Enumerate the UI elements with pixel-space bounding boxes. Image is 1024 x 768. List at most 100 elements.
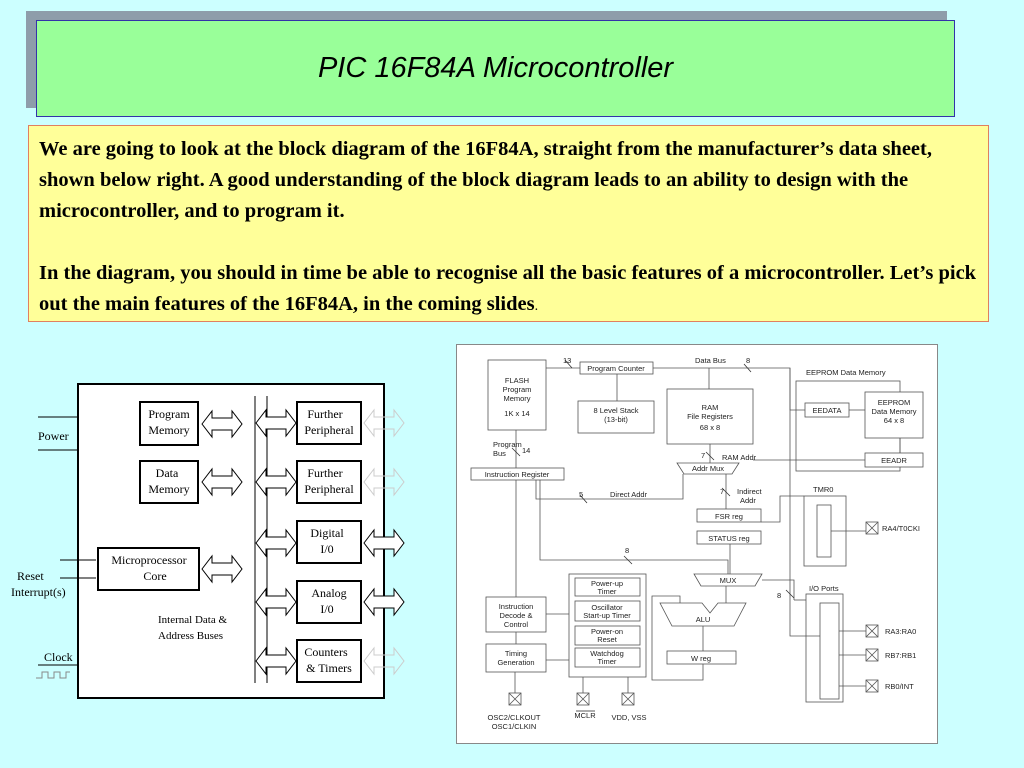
ds-stack-label-2: (13-bit): [604, 415, 628, 424]
ds-instruction-register-label: Instruction Register: [485, 470, 550, 479]
intro-paragraph-2-period: .: [534, 299, 539, 314]
data-memory-block: [139, 460, 199, 504]
ram-block: [666, 388, 754, 445]
ds-eedata-label: EEDATA: [813, 406, 842, 415]
ds-flash-size-label: 1K x 14: [504, 409, 529, 418]
counters-timers-label-2: & Timers: [306, 661, 352, 675]
clock-wave-icon: [36, 671, 70, 679]
ds-n5-label: 5: [579, 490, 583, 499]
ds-n7a-label: 7: [701, 451, 705, 460]
fsr-block: [696, 508, 762, 523]
digital-io-label-1: Digital: [310, 526, 344, 540]
program-memory-label-1: Program: [148, 407, 190, 421]
counters-timers-label-1: Counters: [304, 645, 348, 659]
digital-io-label-2: I/0: [320, 542, 333, 556]
intro-paragraph-1: We are going to look at the block diagra…: [39, 138, 932, 222]
program-memory-label-2: Memory: [148, 423, 189, 437]
further-peripheral-1-block: [296, 401, 362, 445]
ds-vdd-label: VDD, VSS: [611, 713, 646, 722]
ds-flash-label-3: Memory: [503, 394, 530, 403]
ds-addr-mux-label: Addr Mux: [692, 464, 724, 473]
cpu-label-1: Microprocessor: [111, 553, 186, 567]
timing-block: [485, 643, 547, 673]
ds-n8a-label: 8: [746, 356, 750, 365]
ds-ram-label-1: RAM: [702, 403, 719, 412]
ds-stack-label-1: 8 Level Stack: [593, 406, 638, 415]
ds-osc-label-1: OSC2/CLKOUT: [488, 713, 541, 722]
ds-n7b-label: 7: [720, 487, 724, 496]
io-ports-block: [819, 602, 840, 700]
w-reg-block: [666, 650, 737, 665]
tmr0-block: [816, 504, 832, 558]
ds-flash-label-1: FLASH: [505, 376, 529, 385]
ds-indirect-addr-label-1: Indirect: [737, 487, 763, 496]
buses-label-2: Address Buses: [158, 630, 223, 642]
ds-n8c-label: 8: [777, 591, 781, 600]
digital-io-block: [296, 520, 362, 564]
power-up-timer-block: [574, 577, 641, 597]
interrupt-label: Interrupt(s): [11, 585, 66, 599]
buses-label-1: Internal Data &: [158, 614, 227, 626]
ds-instr-decode-label-1: Instruction: [499, 602, 534, 611]
osc-startup-block: [574, 600, 641, 622]
further-peripheral-2-label-1: Further: [307, 466, 342, 480]
cpu-label-2: Core: [143, 569, 166, 583]
program-memory-block: [139, 401, 199, 446]
ds-program-bus-label-2: Bus: [493, 449, 506, 458]
ds-program-bus-label-1: Program: [493, 440, 522, 449]
ds-mclr-label: MCLR: [574, 711, 596, 720]
ds-tmr0-label: TMR0: [813, 485, 833, 494]
power-label: Power: [38, 429, 69, 443]
ds-ra3-label: RA3:RA0: [885, 627, 916, 636]
microprocessor-core-block: [97, 547, 200, 591]
ds-data-bus-label: Data Bus: [695, 356, 726, 365]
analog-io-label-2: I/0: [320, 602, 333, 616]
ds-io-ports-label: I/O Ports: [809, 584, 839, 593]
intro-text-box: We are going to look at the block diagra…: [28, 125, 989, 322]
further-peripheral-2-block: [296, 460, 362, 504]
ds-mux-label: MUX: [720, 576, 737, 585]
further-peripheral-2-label-2: Peripheral: [304, 482, 354, 496]
ds-ra4-label: RA4/T0CKI: [882, 524, 920, 533]
ds-n14-label: 14: [522, 446, 530, 455]
ds-eeprom-label-1: EEPROM: [878, 398, 911, 407]
ds-indirect-addr-label-2: Addr: [740, 496, 756, 505]
ds-n8b-label: 8: [625, 546, 629, 555]
reset-label: Reset: [17, 569, 44, 583]
intro-paragraph-2: In the diagram, you should in time be ab…: [39, 258, 978, 322]
eeprom-block: [864, 391, 924, 439]
ds-instr-decode-label-2: Decode &: [500, 611, 533, 620]
ds-osc-label-2: OSC1/CLKIN: [492, 722, 537, 731]
ds-flash-label-2: Program: [503, 385, 532, 394]
ds-power-up-label-2: Timer: [598, 587, 617, 596]
addr-mux-shape: [676, 462, 740, 475]
intro-paragraph-2-text: In the diagram, you should in time be ab…: [39, 262, 977, 315]
page-title: PIC 16F84A Microcontroller: [317, 52, 674, 84]
ds-ram-addr-label: RAM Addr: [722, 453, 757, 462]
analog-io-label-1: Analog: [311, 586, 346, 600]
ds-power-up-label-1: Power-up: [591, 579, 623, 588]
ds-watchdog-label-1: Watchdog: [590, 649, 624, 658]
power-on-reset-block: [574, 625, 641, 646]
ds-timing-label-2: Generation: [497, 658, 534, 667]
ds-program-counter-label: Program Counter: [587, 364, 645, 373]
ds-direct-addr-label: Direct Addr: [610, 490, 648, 499]
clock-label: Clock: [44, 650, 73, 664]
flash-block: [487, 359, 547, 431]
ds-rb0-label: RB0/INT: [885, 682, 914, 691]
status-block: [696, 530, 762, 545]
ds-osc-startup-label-1: Oscillator: [591, 603, 623, 612]
counters-timers-block: [296, 639, 362, 683]
ds-power-on-label-1: Power-on: [591, 627, 623, 636]
instruction-register-block: [470, 467, 565, 481]
ds-eeprom-data-memory-label: EEPROM Data Memory: [806, 368, 886, 377]
ds-eeadr-label: EEADR: [881, 456, 907, 465]
ds-alu-label: ALU: [696, 615, 711, 624]
ds-watchdog-label-2: Timer: [598, 657, 617, 666]
ds-rb7-label: RB7:RB1: [885, 651, 916, 660]
ds-eeprom-label-2: Data Memory: [871, 407, 916, 416]
ds-n13-label: 13: [563, 356, 571, 365]
ds-fsr-label: FSR reg: [715, 512, 743, 521]
